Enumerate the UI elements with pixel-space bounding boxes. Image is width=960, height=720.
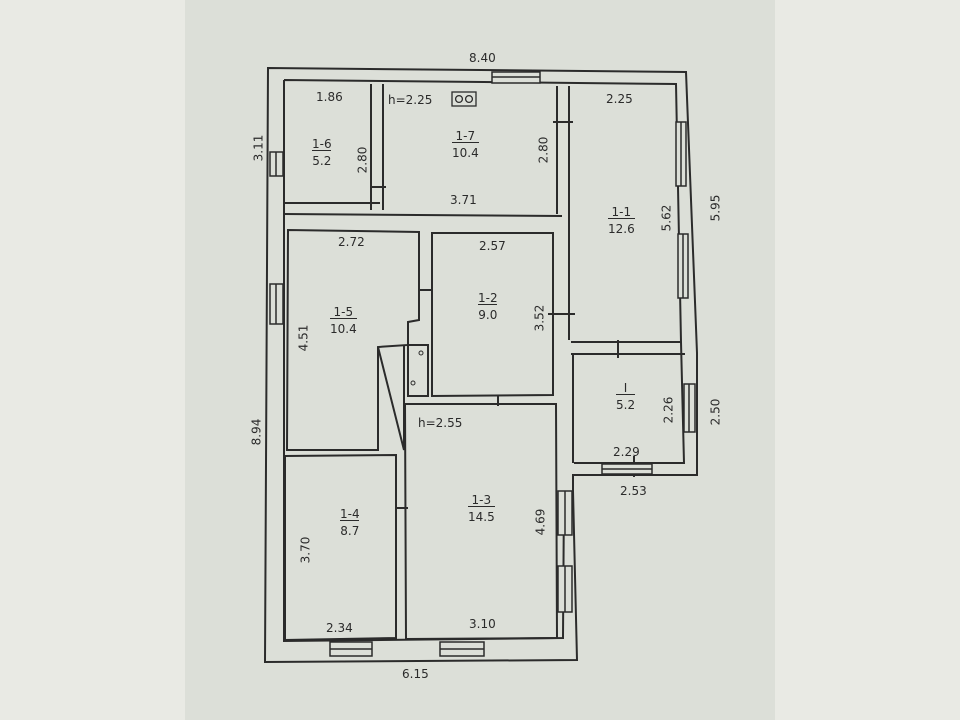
- exterior-wall-inner: [283, 79, 686, 643]
- room-1-7-width: 3.71: [450, 193, 477, 207]
- room-1-4-id: 1-4: [340, 507, 360, 521]
- room-1-7-id: 1-7: [455, 129, 476, 143]
- wall-room-1-2: [431, 232, 554, 398]
- room-1-6-area: 5.2: [312, 150, 332, 167]
- room-1-2-area: 9.0: [478, 304, 498, 321]
- dim-annex-bottom: 2.53: [620, 484, 647, 498]
- dim-annex-right: 2.50: [708, 398, 723, 426]
- room-1-1-label: 1-1 12.6: [608, 206, 635, 235]
- room-1-6-width: 1.86: [316, 90, 343, 104]
- dim-top: 8.40: [469, 51, 496, 65]
- room-1-6-label: 1-6 5.2: [312, 138, 332, 167]
- room-1-2-width: 2.57: [479, 239, 506, 253]
- room-1-7-depth: 2.80: [536, 136, 551, 164]
- ceiling-height-2: h=2.55: [418, 416, 463, 430]
- room-1-5-depth: 4.51: [296, 324, 311, 352]
- wall-room-1-7-right: [556, 86, 570, 340]
- room-1-5-width: 2.72: [338, 235, 365, 249]
- room-1-3-id: 1-3: [471, 493, 492, 507]
- room-1-2-label: 1-2 9.0: [478, 292, 498, 321]
- wall-row1-bottom: [283, 213, 563, 217]
- dim-left-top: 3.11: [251, 134, 266, 162]
- wall-room-1-3: [403, 403, 559, 641]
- room-1-6-depth: 2.80: [355, 146, 370, 174]
- room-I-width: 2.29: [613, 445, 640, 459]
- room-1-5-label: 1-5 10.4: [330, 306, 357, 335]
- room-I-depth: 2.26: [661, 396, 676, 424]
- dim-bottom: 6.15: [402, 667, 429, 681]
- dim-right: 5.95: [708, 194, 723, 222]
- room-1-4-label: 1-4 8.7: [340, 508, 360, 537]
- room-1-1-id: 1-1: [611, 205, 632, 219]
- room-1-3-area: 14.5: [468, 506, 495, 523]
- room-1-2-id: 1-2: [478, 291, 498, 305]
- room-I-label: I 5.2: [616, 381, 636, 411]
- room-1-1-depth: 5.62: [659, 204, 674, 232]
- room-1-5-id: 1-5: [333, 305, 354, 319]
- room-1-2-depth: 3.52: [532, 304, 547, 332]
- wall-room-1-4: [284, 453, 397, 642]
- room-1-6-id: 1-6: [312, 137, 332, 151]
- room-1-4-depth: 3.70: [298, 536, 313, 564]
- room-I-area: 5.2: [616, 394, 636, 411]
- room-1-5-area: 10.4: [330, 318, 357, 335]
- room-1-1-area: 12.6: [608, 218, 635, 235]
- wall-room-1-6: [370, 84, 384, 210]
- room-I-id: I: [623, 381, 628, 395]
- room-1-3-label: 1-3 14.5: [468, 494, 495, 523]
- exterior-wall: [263, 66, 698, 664]
- room-1-7-area: 10.4: [452, 142, 479, 159]
- wall-corridor: [407, 344, 429, 397]
- room-1-7-label: 1-7 10.4: [452, 130, 479, 159]
- room-1-4-area: 8.7: [340, 520, 360, 537]
- dim-left-full: 8.94: [249, 418, 264, 446]
- room-1-1-width: 2.25: [606, 92, 633, 106]
- room-1-3-width: 3.10: [469, 617, 496, 631]
- stove-icon: [451, 91, 477, 107]
- stair: [377, 345, 405, 451]
- room-1-4-width: 2.34: [326, 621, 353, 635]
- ceiling-height-1: h=2.25: [388, 93, 433, 107]
- wall-room-1-1-bottom: [571, 341, 685, 355]
- room-1-3-depth: 4.69: [533, 508, 548, 536]
